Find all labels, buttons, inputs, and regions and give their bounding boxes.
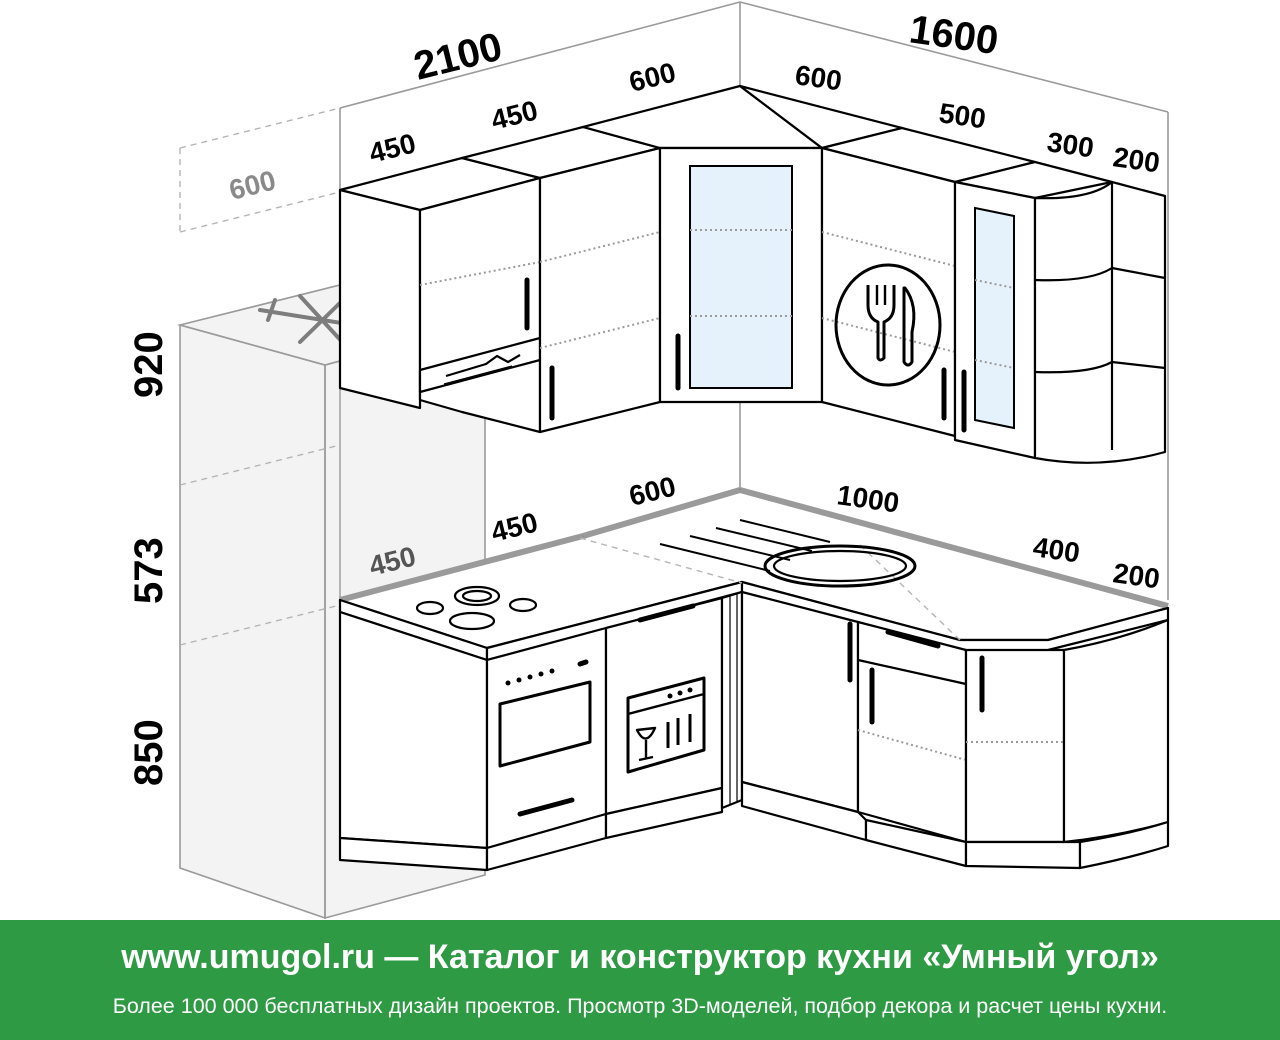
dim-lower-left-2: 450 [488,506,541,547]
dim-upper-left-1: 450 [366,127,419,168]
dim-lower-corner-left: 600 [626,470,679,511]
cutlery-plate-icon [834,263,942,387]
dim-lower-right-3: 200 [1111,557,1162,594]
dim-upper-right-2: 300 [1045,126,1096,163]
dim-lower-right-main: 1000 [835,479,901,518]
countertop [338,487,1170,662]
dimension-labels: 2100 1600 450 450 600 600 500 300 200 60… [127,7,1162,786]
dim-depth-fridge: 600 [226,164,279,205]
dim-upper-corner-left: 600 [626,56,679,97]
banner-title[interactable]: www.umugol.ru — Каталог и конструктор ку… [121,938,1159,976]
kitchen-diagram: 2100 1600 450 450 600 600 500 300 200 60… [127,1,1170,920]
hob [415,585,538,631]
oven-icon [498,659,592,817]
dim-height-middle: 573 [127,537,171,604]
promo-banner: www.umugol.ru — Каталог и конструктор ку… [0,920,1280,1040]
base-cabinets [338,590,1170,872]
dishwasher-icon [626,676,706,774]
dim-upper-corner-right: 600 [793,59,844,96]
dim-upper-right-1: 500 [937,97,988,134]
dim-lower-right-2: 400 [1031,531,1082,568]
dim-upper-left-2: 450 [488,94,541,135]
dim-height-base: 850 [127,719,171,786]
dim-top-left-total: 2100 [410,25,507,89]
dim-height-upper: 920 [127,331,171,398]
dim-upper-right-3: 200 [1111,141,1162,178]
dim-top-right-total: 1600 [907,7,1001,63]
sink [659,519,917,588]
banner-subtitle: Более 100 000 бесплатных дизайн проектов… [112,994,1168,1018]
upper-cabinets [338,84,1167,464]
